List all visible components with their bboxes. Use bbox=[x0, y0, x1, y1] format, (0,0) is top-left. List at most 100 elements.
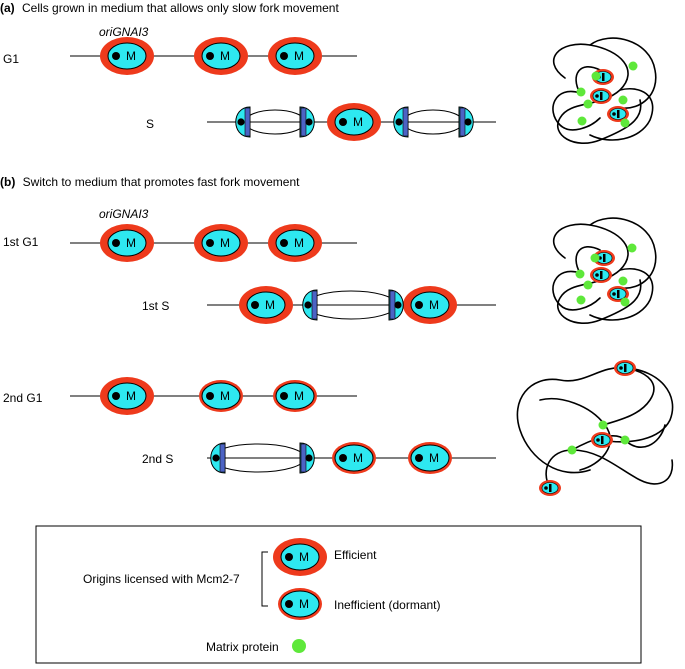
origin-core bbox=[334, 108, 374, 136]
origin-dot bbox=[206, 52, 214, 60]
origin-g1-3: M bbox=[268, 37, 322, 75]
origin-letter: M bbox=[126, 389, 136, 403]
fork-dot bbox=[237, 118, 245, 126]
origin-core bbox=[107, 382, 147, 410]
mini-dot bbox=[595, 94, 599, 98]
fork-dot bbox=[305, 454, 313, 462]
origin-dot bbox=[285, 553, 293, 561]
chromatin-loop bbox=[575, 246, 601, 274]
cluster-a-matrix-dot-7 bbox=[620, 118, 630, 128]
origin-letter: M bbox=[353, 451, 363, 465]
chromatin-loop bbox=[599, 367, 674, 443]
origin-core bbox=[275, 42, 315, 70]
cluster-b-origin-1 bbox=[593, 250, 615, 266]
origin-dot bbox=[339, 118, 347, 126]
cluster-c-origin-top bbox=[614, 360, 636, 376]
origin-s-1: M bbox=[327, 103, 381, 141]
origin-core bbox=[201, 229, 241, 257]
legend-box bbox=[35, 525, 642, 664]
mini-dot bbox=[612, 112, 616, 116]
mini-mcm bbox=[617, 290, 620, 298]
chromatin-loop bbox=[589, 88, 654, 141]
origin-letter: M bbox=[126, 49, 136, 63]
row-label-g1: G1 bbox=[3, 52, 19, 66]
mcm-helicase bbox=[459, 107, 466, 137]
cluster-c-matrix-dot-1 bbox=[598, 420, 608, 430]
cluster-a-matrix-dot-3 bbox=[576, 87, 586, 97]
origin-dot bbox=[280, 239, 288, 247]
cluster-a-matrix-dot-5 bbox=[618, 95, 628, 105]
origin-core bbox=[280, 590, 320, 618]
cluster-markers bbox=[539, 61, 638, 496]
origin-core bbox=[275, 229, 315, 257]
origin-dot bbox=[112, 52, 120, 60]
chromatin-loop bbox=[552, 223, 642, 325]
origin-core bbox=[275, 382, 315, 410]
origin-core bbox=[201, 382, 241, 410]
origin-name-label-a: oriGNAI3 bbox=[99, 25, 149, 39]
legend-matrix-dot bbox=[292, 639, 306, 653]
cluster-b-origin-2 bbox=[590, 267, 612, 283]
mini-mcm bbox=[600, 92, 603, 100]
mini-mcm bbox=[617, 110, 620, 118]
origin-2nd-g1-3: M bbox=[273, 380, 317, 412]
mcm-helicase bbox=[300, 107, 307, 137]
mini-dot bbox=[544, 486, 548, 490]
origin-1st-g1-1: M bbox=[100, 224, 154, 262]
origin-letter: M bbox=[353, 115, 363, 129]
origin-2nd-g1-2: M bbox=[199, 380, 243, 412]
chromatin-loop bbox=[571, 424, 666, 451]
legend-inefficient-label: Inefficient (dormant) bbox=[334, 598, 441, 612]
fork-s-1-left bbox=[235, 106, 251, 138]
origin-letter: M bbox=[220, 49, 230, 63]
origin-dot bbox=[280, 52, 288, 60]
cluster-c-origin-center bbox=[591, 432, 613, 448]
origin-letter: M bbox=[220, 236, 230, 250]
mini-dot bbox=[612, 292, 616, 296]
mcm-helicase bbox=[219, 443, 226, 473]
cluster-b-matrix-dot-3 bbox=[575, 269, 585, 279]
origin-letter: M bbox=[429, 298, 439, 312]
cluster-b-matrix-dot-7 bbox=[620, 297, 630, 307]
mini-mcm bbox=[601, 436, 604, 444]
origin-core bbox=[334, 444, 374, 472]
forks-layer bbox=[210, 106, 474, 474]
origin-core bbox=[107, 42, 147, 70]
chromatin-loop bbox=[589, 37, 657, 109]
origin-1st-s-2: M bbox=[403, 286, 457, 324]
chromatin-loop bbox=[602, 367, 655, 426]
origin-letter: M bbox=[294, 236, 304, 250]
origin-name-label-b: oriGNAI3 bbox=[99, 207, 149, 221]
mini-mcm bbox=[624, 364, 627, 372]
origin-letter: M bbox=[299, 597, 309, 611]
mini-mcm bbox=[549, 484, 552, 492]
section-a-text: Cells grown in medium that allows only s… bbox=[22, 1, 339, 15]
cluster-c-matrix-dot-3 bbox=[620, 435, 630, 445]
cluster-b-matrix-dot-6 bbox=[576, 295, 586, 305]
row-label-s: S bbox=[146, 117, 154, 131]
fork-dot bbox=[394, 301, 402, 309]
origin-core bbox=[280, 543, 320, 571]
origin-letter: M bbox=[299, 550, 309, 564]
chromatin-loop bbox=[545, 449, 674, 489]
mini-mcm bbox=[600, 271, 603, 279]
section-b-title: (b) Switch to medium that promotes fast … bbox=[0, 175, 300, 189]
fork-s-1-right bbox=[299, 106, 315, 138]
mini-dot bbox=[619, 366, 623, 370]
section-b-letter: (b) bbox=[0, 175, 15, 189]
section-a-title: (a) Cells grown in medium that allows on… bbox=[0, 1, 339, 15]
origin-dot bbox=[206, 392, 214, 400]
mcm-helicase bbox=[244, 107, 251, 137]
cluster-a-matrix-dot-1 bbox=[591, 71, 601, 81]
origin-dot bbox=[339, 454, 347, 462]
chromatin-cluster-c bbox=[516, 366, 674, 489]
origin-2nd-s-1: M bbox=[332, 442, 376, 474]
origin-letter: M bbox=[294, 389, 304, 403]
origin-letter: M bbox=[220, 389, 230, 403]
cluster-a-matrix-dot-6 bbox=[577, 116, 587, 126]
chromatin-cluster-b bbox=[552, 217, 657, 325]
origin-dot bbox=[112, 392, 120, 400]
cluster-a-matrix-dot-4 bbox=[583, 99, 593, 109]
